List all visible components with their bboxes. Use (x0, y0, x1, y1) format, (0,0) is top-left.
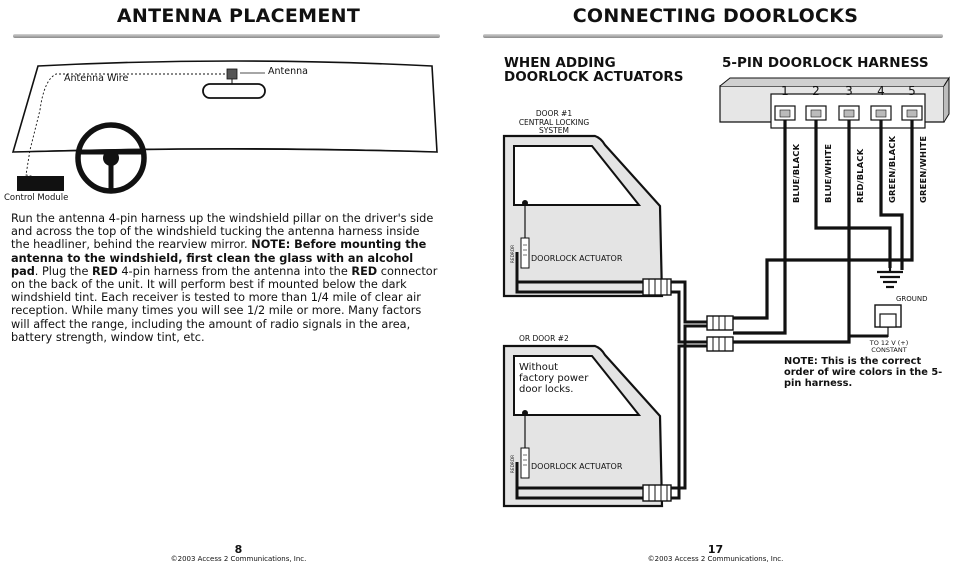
pin-terminal (843, 109, 855, 118)
label-line: factory power (519, 373, 589, 384)
door-2-actuator-side-label: REDRDR (510, 454, 515, 473)
steering-wheel-icon (75, 122, 147, 194)
wire-12v-constant (847, 300, 888, 338)
splice-connector-icon (706, 315, 734, 352)
pin-terminal (810, 109, 822, 118)
title-rule (483, 34, 943, 38)
label-line: CONSTANT (871, 346, 907, 354)
wire-pin-3 (733, 120, 851, 344)
control-module-label: Control Module (4, 193, 69, 203)
text-run: Run the antenna 4-pin harness up the win… (11, 212, 434, 252)
door-1-actuator-icon (520, 200, 530, 269)
wire-pin-2 (814, 120, 892, 268)
page-title: CONNECTING DOORLOCKS (572, 5, 859, 27)
label-line: SYSTEM (539, 126, 569, 135)
control-module-icon (17, 176, 64, 191)
door-2-actuator-icon (520, 410, 530, 479)
door-1-illustration (502, 134, 664, 298)
copyright: ©2003 Access 2 Communications, Inc. (647, 555, 784, 563)
heading-when-adding: WHEN ADDING DOORLOCK ACTUATORS (504, 56, 684, 84)
door-2-illustration (502, 344, 664, 508)
splice-wires (671, 280, 709, 500)
door-2-note: Without factory power door locks. (519, 362, 588, 395)
ground-icon (877, 268, 903, 289)
wire-order-note: NOTE: This is the correct order of wire … (784, 356, 943, 390)
text-run: 4-pin harness from the antenna into the (117, 264, 352, 278)
text-run: . Plug the (34, 264, 92, 278)
door-1-actuator-side-label: REDRDR (510, 244, 515, 263)
wire-pin-5 (733, 120, 914, 320)
title-rule (13, 34, 440, 38)
red-keyword: RED (351, 264, 378, 278)
wire-label-1: BLUE/BLACK (791, 143, 801, 203)
antenna-icon (226, 68, 238, 80)
door-1-actuator-label: DOORLOCK ACTUATOR (531, 254, 623, 263)
label-line: door locks. (519, 384, 574, 395)
actuator-wires (515, 252, 647, 500)
antenna-label: Antenna (268, 66, 308, 77)
door-2-actuator-label: DOORLOCK ACTUATOR (531, 462, 623, 471)
alcohol-note: NOTE: Before mounting the antenna to the… (11, 238, 427, 278)
pin-number-3: 3 (845, 84, 853, 98)
label-line: TO 12 V (+) (869, 339, 909, 347)
page-number: 8 (234, 543, 243, 556)
pin-number-5: 5 (908, 84, 916, 98)
page-number: 17 (707, 543, 724, 556)
antenna-placement-diagram (11, 60, 438, 194)
door-2-inline-connector-icon (642, 484, 672, 502)
pin-terminal (906, 109, 918, 118)
wire-label-4: GREEN/BLACK (887, 135, 897, 203)
wire-pin-4 (879, 120, 904, 270)
pin-number-1: 1 (781, 84, 789, 98)
wire-label-3: RED/BLACK (855, 148, 865, 203)
doorlock-wiring-diagram (502, 76, 950, 508)
heading-line: WHEN ADDING (504, 55, 616, 71)
constant-label: TO 12 V (+) CONSTANT (869, 340, 909, 354)
label-line: Without (519, 362, 559, 373)
antenna-wire-label: Antenna Wire (64, 73, 129, 84)
heading-5-pin-harness: 5-PIN DOORLOCK HARNESS (722, 55, 929, 71)
copyright: ©2003 Access 2 Communications, Inc. (170, 555, 307, 563)
red-keyword: RED (91, 264, 118, 278)
heading-line: DOORLOCK ACTUATORS (504, 69, 684, 85)
rearview-mirror-icon (202, 83, 266, 99)
pin-terminal (779, 109, 791, 118)
page-title: ANTENNA PLACEMENT (116, 5, 361, 27)
label-line: DOOR #1 (535, 109, 573, 118)
right-page: CONNECTING DOORLOCKS WHEN ADDING DOORLOC… (477, 0, 954, 564)
ground-label: GROUND (896, 295, 928, 303)
text-run: connector on the back of the unit. It wi… (11, 264, 438, 344)
dashboard-line (12, 148, 438, 153)
wire-pin-1 (733, 120, 787, 335)
instructions-paragraph: Run the antenna 4-pin harness up the win… (11, 212, 441, 344)
pin-number-2: 2 (812, 84, 820, 98)
label-line: CENTRAL LOCKING (518, 117, 590, 127)
door-2-label: OR DOOR #2 (519, 334, 569, 343)
door-1-inline-connector-icon (642, 278, 672, 296)
wire-label-2: BLUE/WHITE (823, 143, 833, 203)
door-1-label: DOOR #1 CENTRAL LOCKING SYSTEM (509, 109, 599, 136)
pin-number-4: 4 (877, 84, 885, 98)
antenna-wire (25, 73, 233, 179)
12v-constant-connector-icon (874, 304, 902, 337)
pin-terminal (875, 109, 887, 118)
wire-label-5: GREEN/WHITE (918, 135, 928, 203)
left-page: ANTENNA PLACEMENT Antenna Wire Antenna C… (4, 5, 441, 563)
